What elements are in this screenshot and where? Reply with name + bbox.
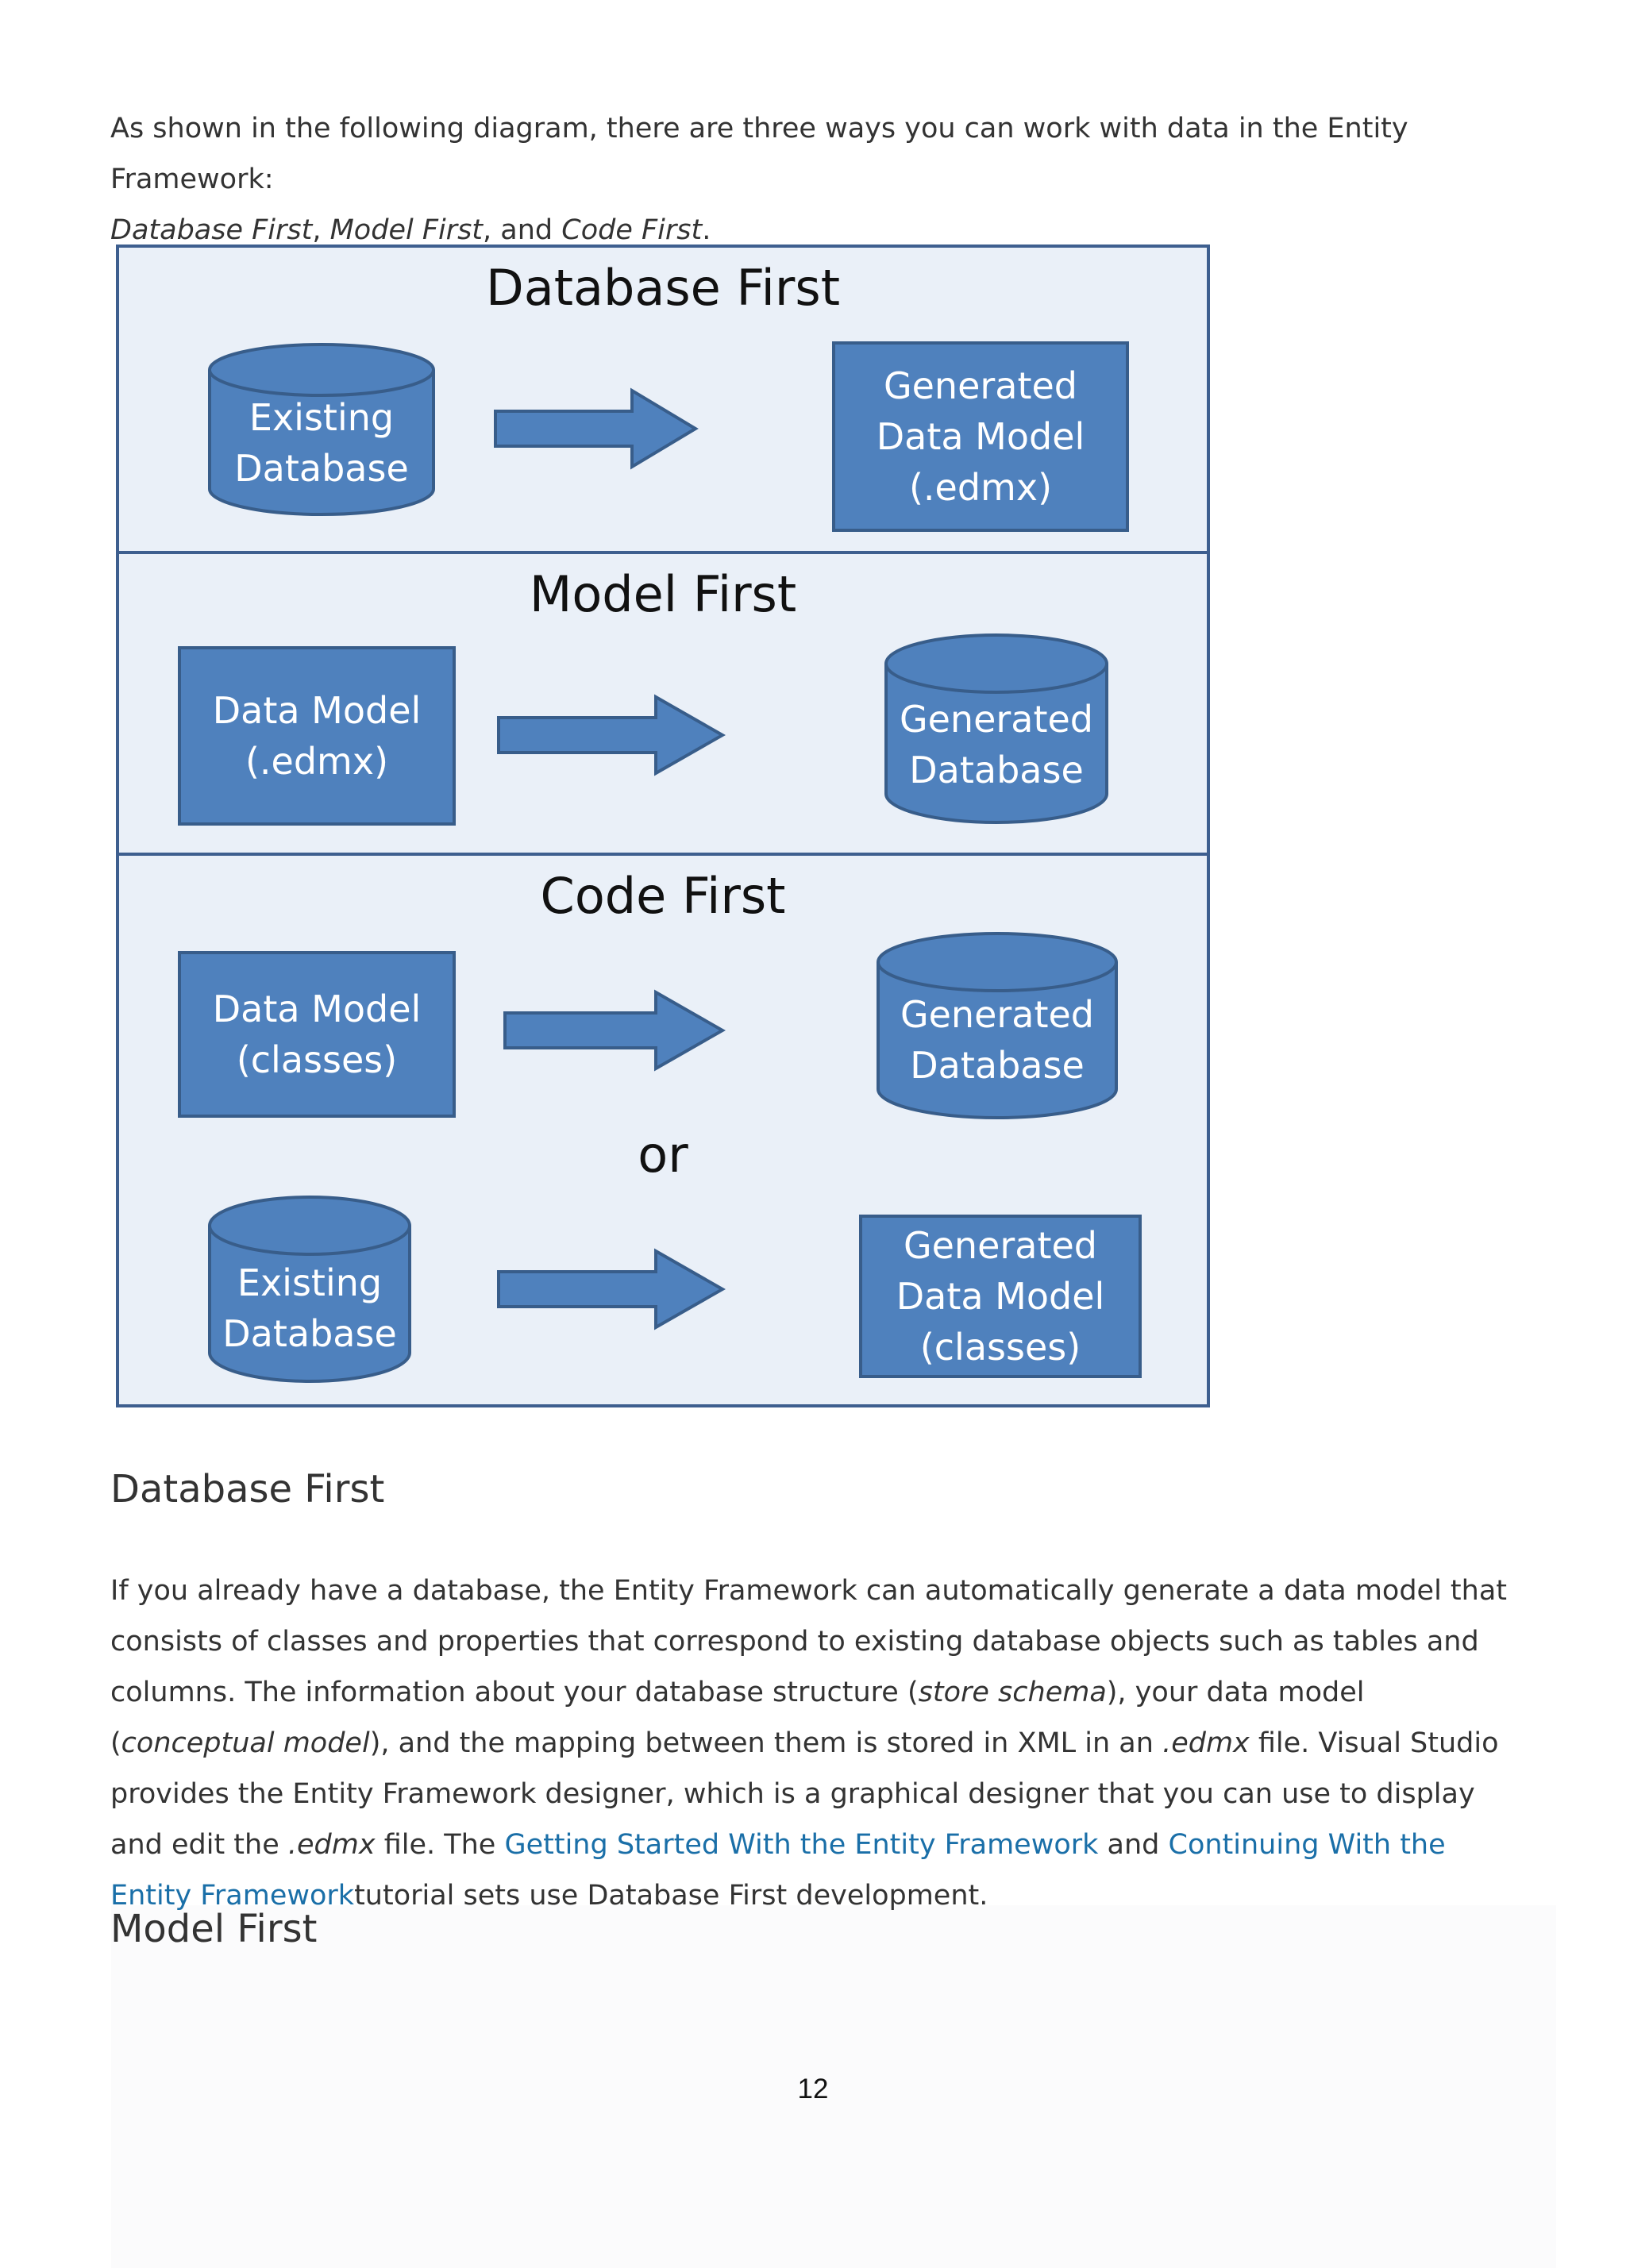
separator: , bbox=[312, 214, 330, 246]
arrow-right-icon bbox=[497, 694, 726, 776]
page-number: 12 bbox=[797, 2074, 829, 2104]
text-run: ), and the mapping between them is store… bbox=[369, 1727, 1163, 1759]
arrow-right-icon bbox=[497, 1248, 726, 1330]
text-run: file. Visual Studio provides the Entity … bbox=[110, 1727, 1499, 1861]
term-store-schema: store schema bbox=[918, 1677, 1107, 1708]
continuing-link[interactable]: Continuing With the Entity Framework bbox=[110, 1829, 1446, 1912]
generated-data-model-box: Generated Data Model (.edmx) bbox=[832, 341, 1129, 532]
getting-started-link[interactable]: Getting Started With the Entity Framewor… bbox=[504, 1829, 1099, 1861]
arrow-right-icon bbox=[503, 989, 726, 1072]
database-first-heading: Database First bbox=[110, 1467, 385, 1511]
data-model-box: Data Model (.edmx) bbox=[178, 646, 456, 826]
existing-database-label: Existing Database bbox=[222, 1261, 397, 1355]
data-model-classes-box: Data Model (classes) bbox=[178, 951, 456, 1118]
workflow-diagram: Database First Existing Database Generat… bbox=[116, 245, 1210, 1407]
term-model-first: Model First bbox=[329, 214, 484, 246]
text-run: tutorial sets use Database First develop… bbox=[354, 1880, 988, 1912]
period: . bbox=[702, 214, 711, 246]
arrow-right-icon bbox=[494, 387, 699, 470]
page-footer-background bbox=[111, 1905, 1556, 2268]
term-conceptual-model: conceptual model bbox=[121, 1727, 370, 1759]
generated-database-cylinder: Generated Database bbox=[875, 930, 1119, 1121]
database-first-paragraph: If you already have a database, the Enti… bbox=[110, 1565, 1516, 1921]
generated-database-label: Generated Database bbox=[899, 698, 1094, 791]
text-run: If you already have a database, the Enti… bbox=[110, 1575, 1508, 1708]
generated-database-label: Generated Database bbox=[900, 993, 1095, 1087]
intro-line: As shown in the following diagram, there… bbox=[110, 113, 1408, 195]
generated-database-cylinder: Generated Database bbox=[883, 632, 1110, 826]
model-first-band: Model First Data Model (.edmx) Generated… bbox=[119, 554, 1207, 856]
intro-paragraph: As shown in the following diagram, there… bbox=[110, 103, 1555, 256]
database-first-title: Database First bbox=[485, 259, 841, 317]
text-run: file. The bbox=[375, 1829, 505, 1861]
database-first-band: Database First Existing Database Generat… bbox=[119, 248, 1207, 554]
or-label: or bbox=[638, 1126, 688, 1184]
model-first-heading: Model First bbox=[110, 1907, 318, 1951]
text-run: ), your data model ( bbox=[110, 1677, 1365, 1759]
existing-database-label: Existing Database bbox=[234, 396, 409, 490]
term-code-first: Code First bbox=[561, 214, 703, 246]
generated-data-model-classes-box: Generated Data Model (classes) bbox=[859, 1215, 1142, 1378]
existing-database-cylinder: Existing Database bbox=[206, 1194, 413, 1384]
term-database-first: Database First bbox=[110, 214, 313, 246]
code-first-band: Code First Data Model (classes) Generate… bbox=[119, 856, 1207, 1407]
code-first-title: Code First bbox=[540, 867, 786, 925]
term-edmx: .edmx bbox=[287, 1829, 376, 1861]
text-run: and bbox=[1098, 1829, 1169, 1861]
separator: , and bbox=[483, 214, 562, 246]
model-first-title: Model First bbox=[529, 565, 797, 623]
existing-database-cylinder: Existing Database bbox=[206, 341, 437, 518]
intro-terms: Database First, Model First, and Code Fi… bbox=[110, 205, 1555, 256]
term-edmx: .edmx bbox=[1162, 1727, 1250, 1759]
